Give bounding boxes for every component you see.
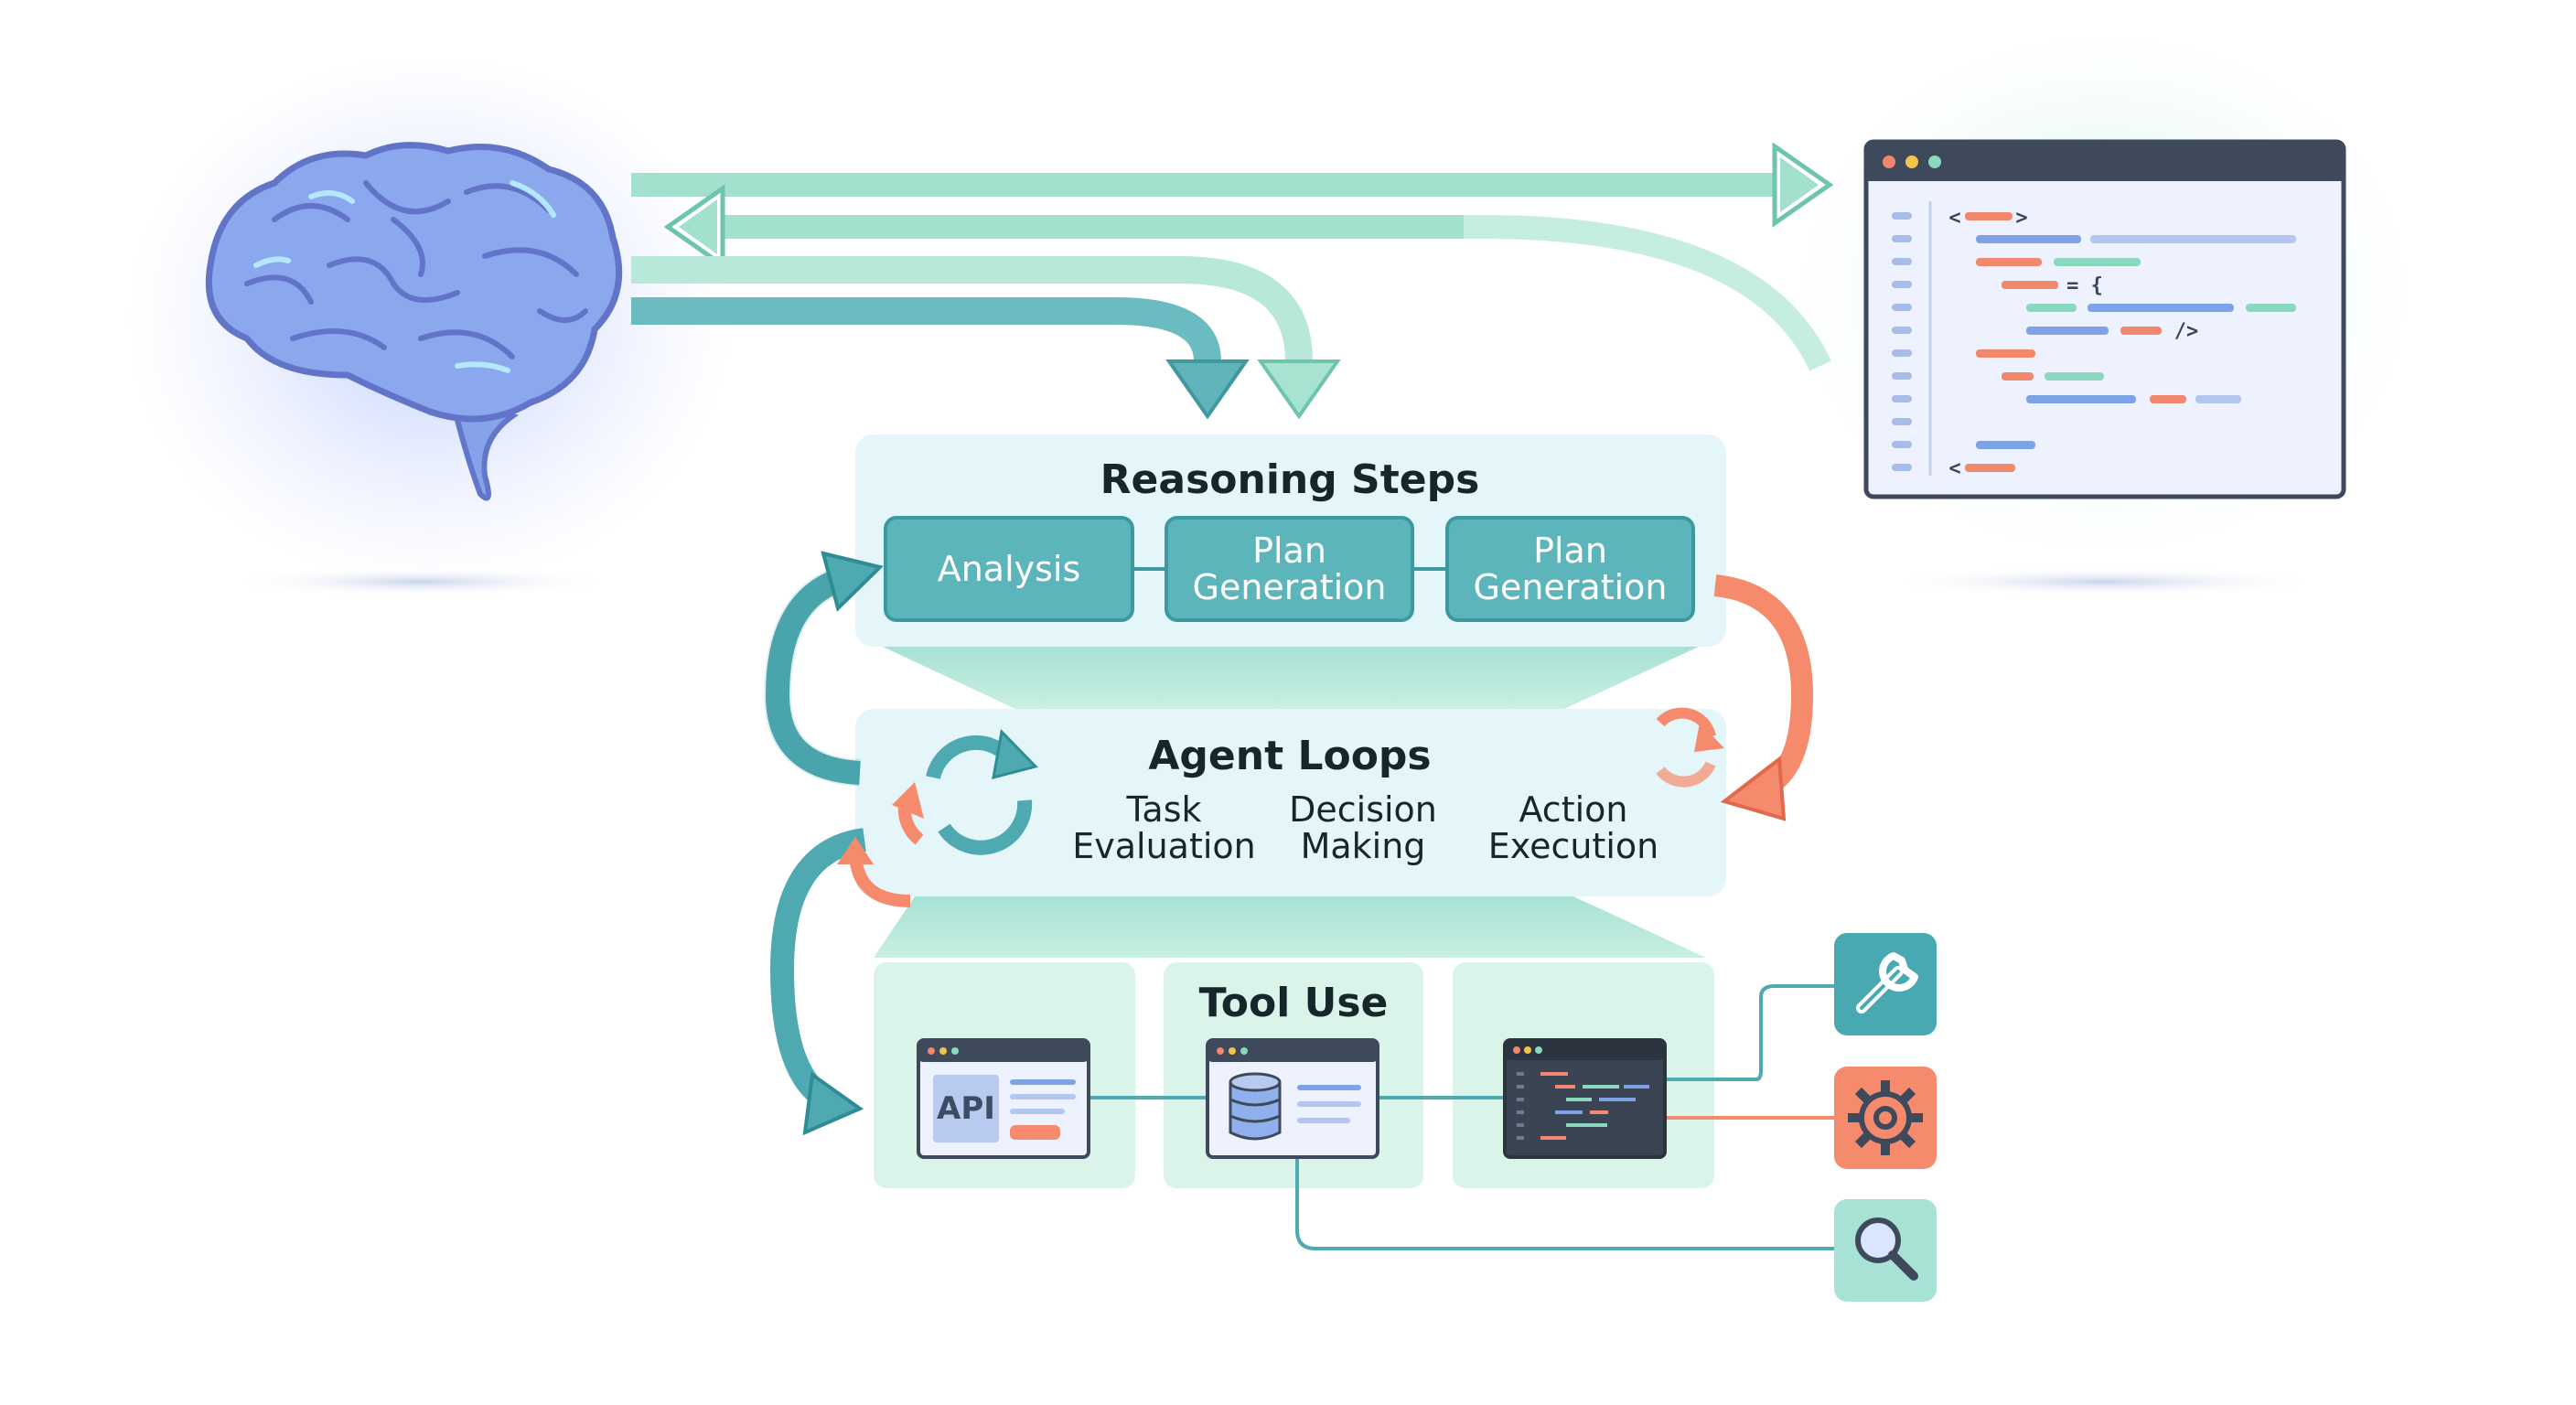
agent-loops-panel	[855, 709, 1726, 896]
arrow-to-reasoning-right	[631, 256, 1313, 362]
loop-action-execution: Action Execution	[1487, 789, 1659, 866]
code-glyph-open: <	[1948, 206, 1961, 230]
api-window	[917, 1038, 1090, 1159]
wrench-icon[interactable]	[1834, 933, 1937, 1035]
left-loop-arrows	[763, 551, 884, 1136]
code-window-shadow	[1884, 567, 2324, 596]
window-dot-green	[1928, 156, 1941, 168]
window-dot-red	[1883, 156, 1895, 168]
code-line-numbers	[1892, 212, 1912, 471]
code-window-titlebar	[1866, 142, 2344, 181]
loop-task-evaluation: Task Evaluation	[1072, 789, 1256, 866]
step-analysis: Analysis	[937, 549, 1081, 589]
code-glyph-close: >	[2015, 206, 2028, 230]
gear-icon[interactable]	[1834, 1067, 1937, 1169]
code-glyph-selfclose: />	[2174, 319, 2199, 343]
cycle-icon	[837, 728, 1038, 907]
reasoning-funnel	[883, 647, 1699, 709]
tool-use-title: Tool Use	[1198, 979, 1389, 1026]
terminal-window	[1503, 1038, 1667, 1159]
window-dot-yellow	[1905, 156, 1918, 168]
brain-stem	[448, 398, 520, 501]
code-glyph-open-2: <	[1948, 456, 1961, 480]
code-lines	[1965, 212, 2296, 472]
brain-icon	[205, 142, 623, 501]
reasoning-step-boxes	[884, 516, 1695, 622]
arrow-to-reasoning-left	[631, 297, 1221, 363]
search-icon[interactable]	[1834, 1199, 1937, 1302]
code-window	[1863, 139, 2346, 499]
step-plan-generation-1: Plan Generation	[1192, 531, 1387, 607]
agent-funnel	[874, 896, 1706, 958]
reasoning-steps-title: Reasoning Steps	[1100, 456, 1480, 503]
code-glyph-brace: = {	[2066, 273, 2103, 297]
small-cycle-icon	[1656, 707, 1724, 788]
tool-connectors	[1089, 984, 1834, 1250]
right-loop-arrow	[1713, 574, 1814, 821]
step-plan-generation-2: Plan Generation	[1473, 531, 1668, 607]
api-label: API	[937, 1090, 995, 1127]
database-window	[1206, 1038, 1379, 1159]
brain-flow-arrows	[631, 142, 1834, 420]
brain-shadow	[229, 567, 613, 596]
loop-decision-making: Decision Making	[1289, 789, 1437, 866]
arrow-from-code-window	[732, 215, 1831, 371]
agent-loops-title: Agent Loops	[1148, 732, 1432, 779]
